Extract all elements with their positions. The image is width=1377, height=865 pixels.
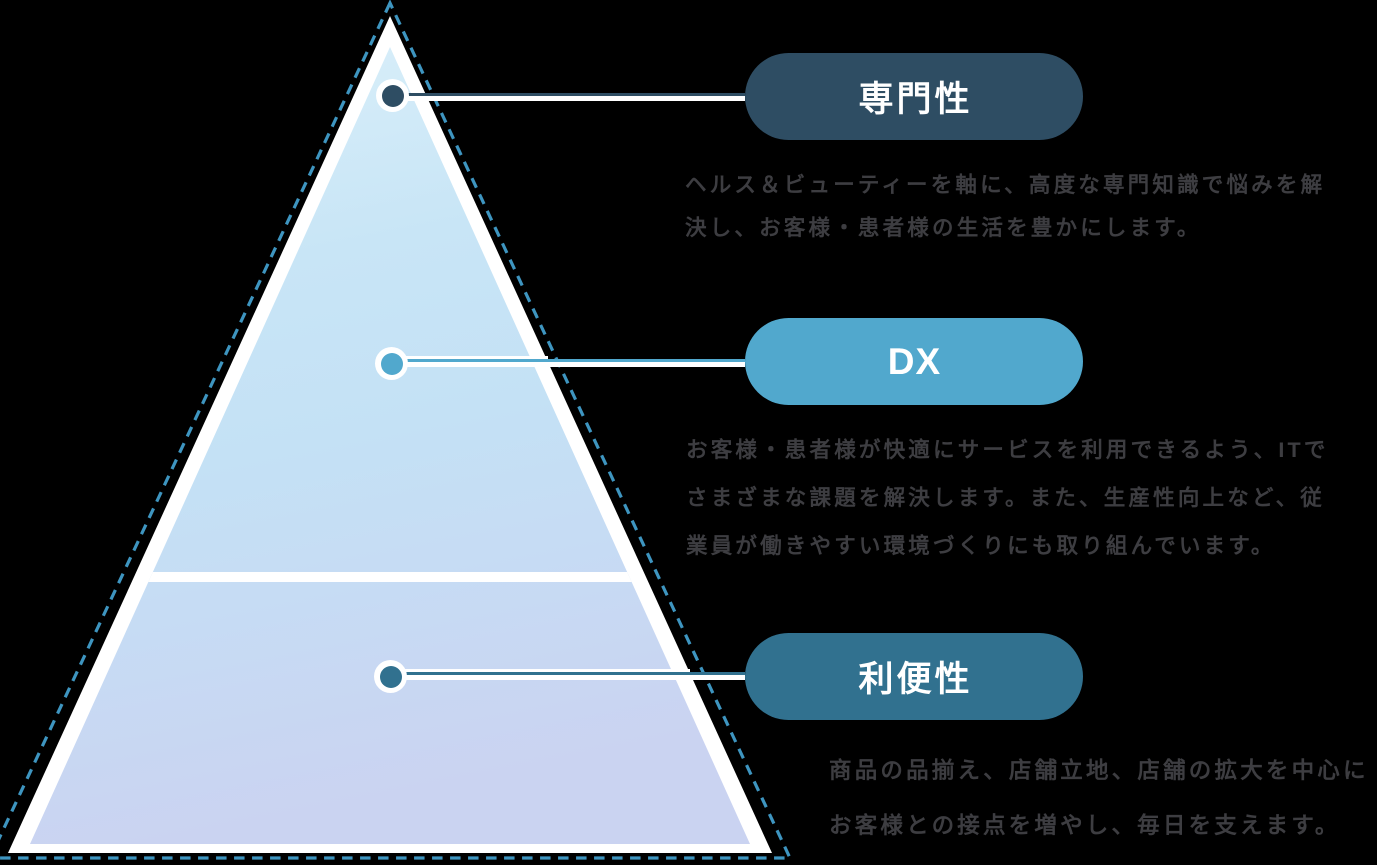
description-line: お客様との接点を増やし、毎日を支えます。 [829,813,1341,838]
convenience-description: 商品の品揃え、店舗立地、店舗の拡大を中心に お客様との接点を増やし、毎日を支えま… [829,743,1369,853]
expertise-dot-icon [376,79,409,112]
pyramid-dashed-outline [0,0,793,860]
description-line: お客様・患者様が快適にサービスを利用できるよう、ITで [686,438,1329,462]
dx-label: DX [887,340,942,382]
pyramid-level-divider [120,572,660,582]
dx-description: お客様・患者様が快適にサービスを利用できるよう、ITで さまざまな課題を解決しま… [686,426,1329,570]
pyramid-fill [30,47,750,844]
convenience-label: 利便性 [858,660,973,699]
expertise-label: 専門性 [858,80,973,119]
dx-connector-line [398,359,745,367]
description-line: 決し、お客様・患者様の生活を豊かにします。 [685,216,1202,240]
convenience-dot-core [379,665,402,688]
expertise-description: ヘルス＆ビューティーを軸に、高度な専門知識で悩みを解 決し、お客様・患者様の生活… [685,164,1325,250]
dx-dot-icon [375,347,408,380]
description-line: さまざまな課題を解決します。また、生産性向上など、従 [686,486,1325,510]
description-line: ヘルス＆ビューティーを軸に、高度な専門知識で悩みを解 [685,173,1326,197]
dx-label-pill: DX [745,318,1083,405]
convenience-label-pill: 利便性 [745,633,1083,720]
convenience-dot-icon [374,660,407,693]
description-line: 業員が働きやすい環境づくりにも取り組んでいます。 [686,534,1276,558]
expertise-dot-core [381,84,404,107]
expertise-label-pill: 専門性 [745,53,1083,140]
description-line: 商品の品揃え、店舗立地、店舗の拡大を中心に [829,758,1369,783]
convenience-connector-line [397,672,745,680]
expertise-connector-line [399,93,745,101]
dx-dot-core [380,352,403,375]
